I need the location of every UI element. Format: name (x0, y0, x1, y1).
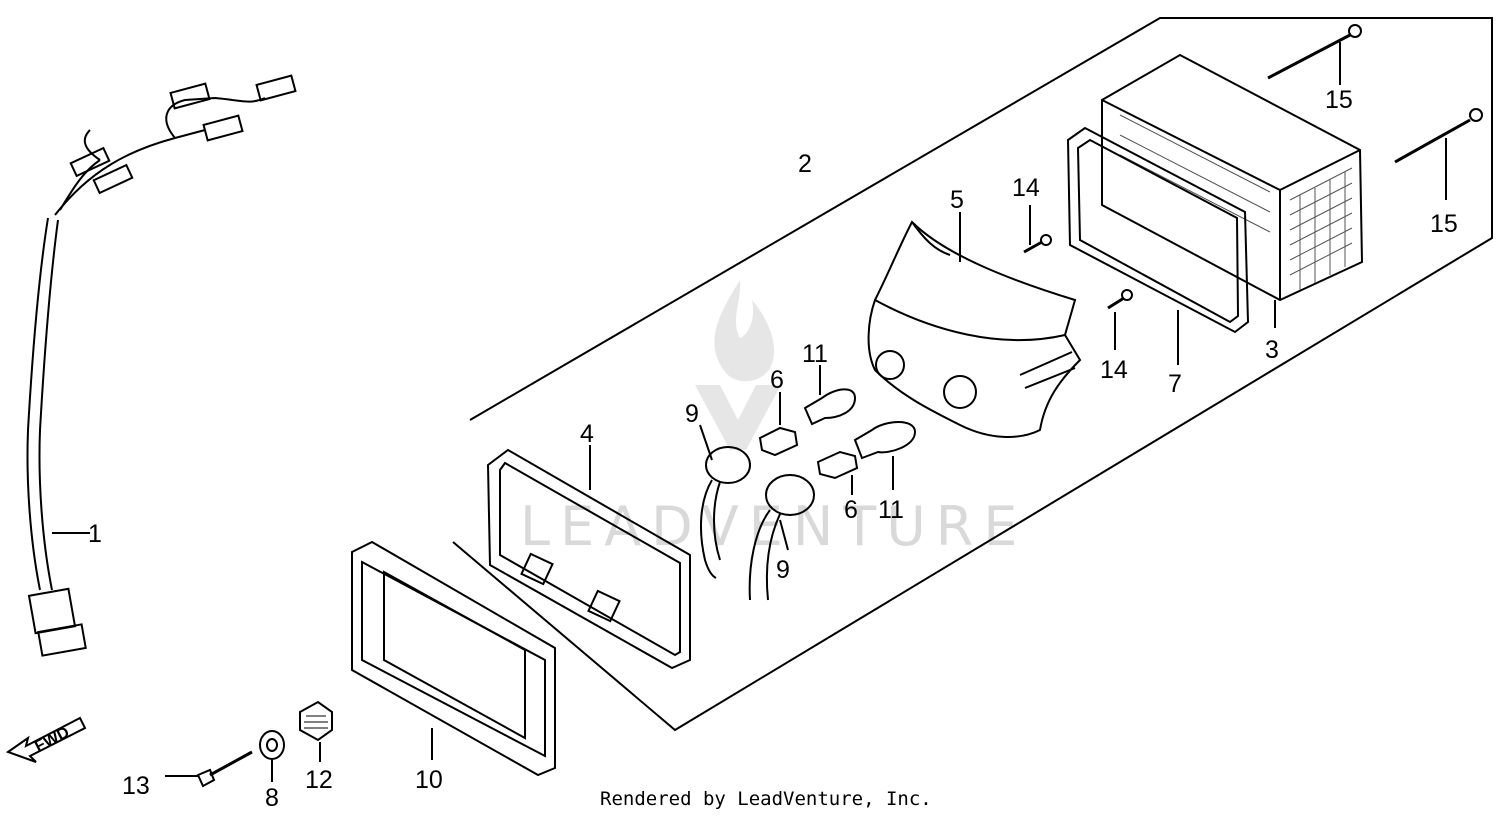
callout-12: 12 (305, 766, 333, 794)
collar-washer (259, 730, 285, 782)
callout-6-lower: 6 (844, 496, 858, 524)
callout-14-upper: 14 (1012, 174, 1040, 202)
callout-15-upper: 15 (1325, 86, 1353, 114)
callout-1: 1 (88, 520, 102, 548)
callout-11-lower: 11 (878, 496, 904, 524)
short-screw-lower (1107, 289, 1133, 350)
nut (299, 700, 333, 762)
long-screw-upper (1267, 24, 1362, 85)
callout-3: 3 (1265, 336, 1279, 364)
tail-lens (1101, 53, 1364, 328)
socket-lower (816, 450, 859, 495)
footer-credit: Rendered by LeadVenture, Inc. (600, 788, 932, 810)
watermark-flame-icon (714, 280, 775, 382)
callout-15-lower: 15 (1430, 210, 1458, 238)
bulb-lower (853, 421, 917, 490)
callout-9-upper: 9 (685, 400, 699, 428)
watermark: LEADVENTURE (520, 280, 1027, 558)
callout-4: 4 (580, 420, 594, 448)
callout-2: 2 (798, 150, 812, 178)
outer-frame (351, 540, 556, 777)
watermark-lv-icon (695, 385, 781, 450)
bolt (165, 750, 253, 788)
socket-upper (758, 392, 799, 457)
callout-14-lower: 14 (1100, 356, 1128, 384)
callout-5: 5 (950, 186, 964, 214)
callout-8: 8 (265, 784, 279, 812)
fwd-label: FWD (32, 724, 72, 756)
fwd-arrow-icon: FWD (5, 716, 87, 763)
callout-11-upper: 11 (802, 340, 828, 368)
assembly-outline (452, 17, 1493, 732)
socket-cord-lower (748, 474, 815, 601)
long-screw-lower (1394, 108, 1483, 200)
bulb-upper (803, 365, 857, 426)
lens-gasket (1066, 126, 1250, 365)
short-screw-upper (1023, 205, 1052, 254)
callout-6-upper: 6 (770, 366, 784, 394)
callout-13: 13 (122, 772, 150, 800)
watermark-text: LEADVENTURE (520, 495, 1027, 558)
callout-9-lower: 9 (776, 556, 790, 584)
callout-10: 10 (415, 766, 443, 794)
base-plate (486, 445, 691, 670)
wire-harness (26, 74, 297, 657)
lamp-housing (867, 212, 1082, 438)
callout-7: 7 (1168, 370, 1182, 398)
socket-cord-upper (699, 424, 751, 579)
